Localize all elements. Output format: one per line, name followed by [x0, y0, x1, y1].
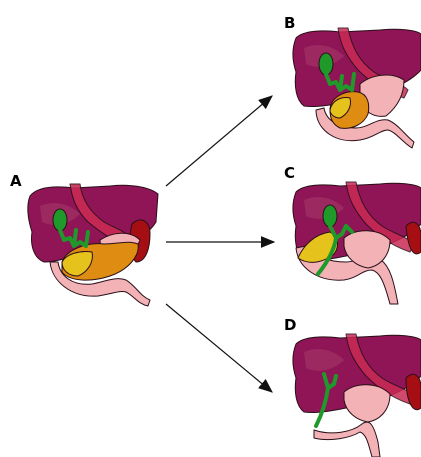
panel-b: B — [284, 14, 421, 148]
panel-c-label: C — [284, 164, 295, 182]
arrow-to-d-icon — [166, 304, 272, 392]
panel-d: D — [284, 316, 421, 457]
panel-b-label: B — [284, 14, 295, 32]
panel-a-label: A — [10, 172, 22, 190]
spleen — [406, 374, 421, 409]
duodenum-upper — [344, 385, 390, 422]
panel-a: A — [10, 172, 158, 306]
gallbladder — [319, 53, 333, 75]
duodenum — [314, 422, 380, 457]
panel-c: C — [284, 164, 421, 304]
gallbladder — [323, 205, 337, 227]
gallbladder — [53, 209, 67, 231]
arrow-to-b-icon — [166, 96, 272, 186]
panel-d-label: D — [284, 316, 296, 334]
